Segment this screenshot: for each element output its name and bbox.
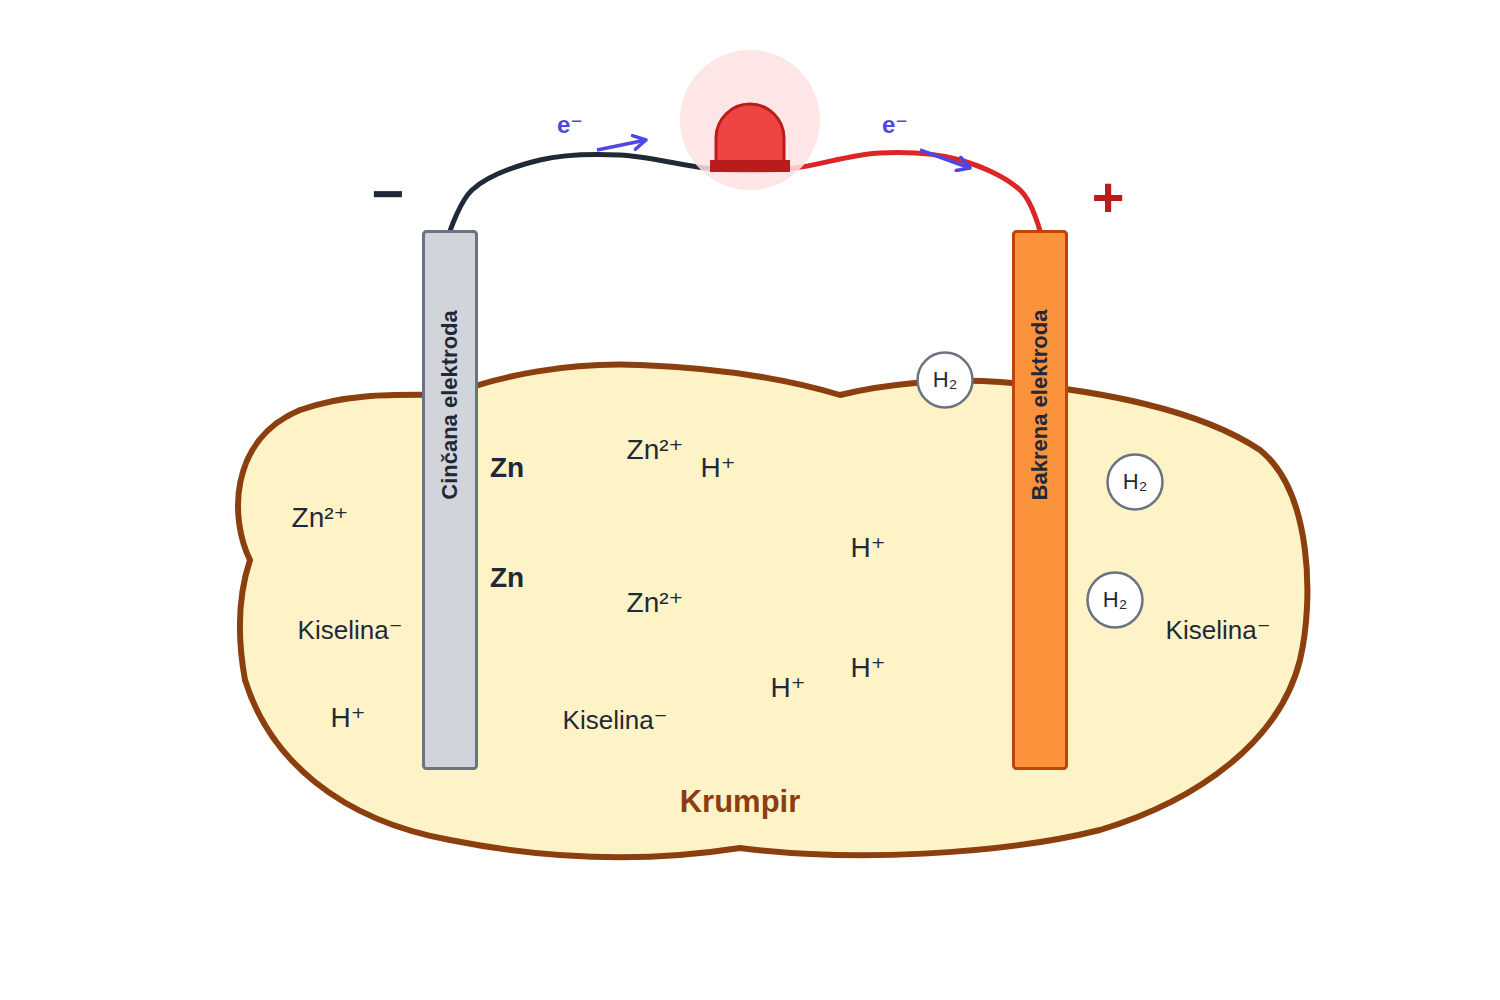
- electron-label: e⁻: [557, 112, 583, 138]
- hydrogen-bubble: H₂: [916, 351, 974, 409]
- hydrogen-bubble: H₂: [1086, 571, 1144, 629]
- potato-body: Krumpir H₂ H₂ H₂: [228, 355, 1320, 867]
- zinc-atom: Zn: [490, 563, 524, 594]
- hydrogen-ion: H⁺: [331, 703, 366, 734]
- lamp: [680, 50, 820, 190]
- zinc-ion: Zn²⁺: [292, 503, 349, 534]
- electrode-outline: [424, 232, 477, 769]
- zinc-ion: Zn²⁺: [627, 588, 684, 619]
- electron-label: e⁻: [882, 112, 908, 138]
- hydrogen-ion: H⁺: [701, 453, 736, 484]
- hydrogen-ion: H⁺: [771, 673, 806, 704]
- potato-outline: [238, 365, 1307, 857]
- molecule-formula: H₂: [1123, 470, 1147, 494]
- electrode-label: Bakrena elektroda: [1028, 310, 1052, 501]
- molecule-formula: H₂: [933, 368, 957, 392]
- electron-arrow: [597, 140, 646, 150]
- electrode-outline: [1014, 232, 1067, 769]
- lamp-glow: [680, 50, 820, 190]
- electrode-label: Cinčana elektroda: [438, 310, 462, 500]
- wire: [450, 153, 1040, 231]
- hydrogen-ion: H⁺: [851, 533, 886, 564]
- acid-anion: Kiselina⁻: [298, 616, 403, 645]
- acid-anion: Kiselina⁻: [563, 706, 668, 735]
- bubble-outline: [1088, 573, 1143, 628]
- zinc-ion: Zn²⁺: [627, 435, 684, 466]
- lamp-bulb: [716, 104, 784, 164]
- electron-arrow: [920, 150, 970, 168]
- molecule-formula: H₂: [1103, 588, 1127, 612]
- hydrogen-ion: H⁺: [851, 653, 886, 684]
- region-title: Krumpir: [680, 785, 801, 819]
- bubble-outline: [918, 353, 973, 408]
- zinc-electrode: Cinčana elektroda: [422, 230, 478, 770]
- zinc-atom: Zn: [490, 453, 524, 484]
- bubble-outline: [1108, 455, 1163, 510]
- negative-terminal: −: [372, 163, 405, 225]
- positive-terminal: +: [1092, 166, 1125, 228]
- hydrogen-bubble: H₂: [1106, 453, 1164, 511]
- copper-electrode: Bakrena elektroda: [1012, 230, 1068, 770]
- acid-anion: Kiselina⁻: [1166, 616, 1271, 645]
- lamp-base: [710, 160, 790, 172]
